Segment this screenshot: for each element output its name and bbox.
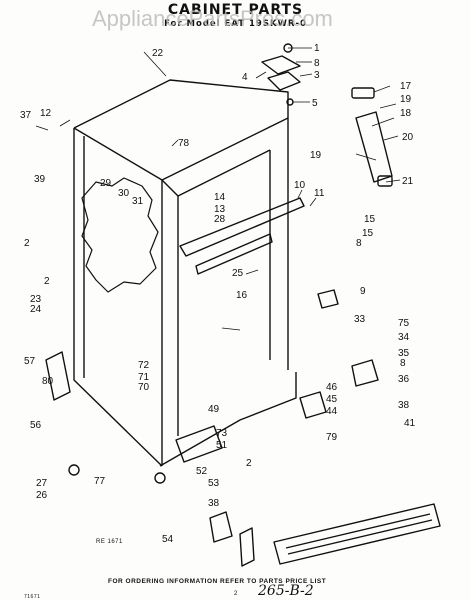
watermark: AppliancePartsPros.com <box>92 6 333 31</box>
callout-2-repeat: 2 <box>44 276 50 287</box>
callout-51: 51 <box>216 440 228 451</box>
callout-24: 24 <box>30 304 42 315</box>
drain-pan <box>175 425 223 463</box>
callout-72: 72 <box>138 360 150 371</box>
callout-22: 22 <box>152 48 164 59</box>
callout-33: 33 <box>354 314 366 325</box>
lower-bracket <box>351 359 379 387</box>
cabinet-shell <box>73 79 297 467</box>
callout-25: 25 <box>232 268 244 279</box>
callout-2: 2 <box>24 238 30 249</box>
callout-15: 15 <box>364 214 376 225</box>
callout-36: 36 <box>398 374 410 385</box>
callout-14: 14 <box>214 192 226 203</box>
callout-12: 12 <box>40 108 52 119</box>
shelf-rail <box>179 197 305 257</box>
hinge-bottom <box>209 511 233 543</box>
callout-77: 77 <box>94 476 106 487</box>
callout-3: 3 <box>314 70 320 81</box>
callout-38-repeat: 38 <box>208 498 220 509</box>
callout-5: 5 <box>312 98 318 109</box>
side-panel <box>45 351 71 401</box>
toe-grille <box>273 503 441 565</box>
callout-29: 29 <box>100 178 112 189</box>
leader-lines <box>35 47 401 331</box>
top-hinge-assembly <box>261 43 301 106</box>
callout-27: 27 <box>36 478 48 489</box>
hinge-plate <box>355 111 393 183</box>
hinge-cover <box>377 175 393 187</box>
callout-46: 46 <box>326 382 338 393</box>
callout-34: 34 <box>398 332 410 343</box>
reference-code: RE 1671 <box>96 539 123 545</box>
callout-56: 56 <box>30 420 42 431</box>
callout-39: 39 <box>34 174 46 185</box>
callout-15-repeat: 15 <box>362 228 374 239</box>
callout-21: 21 <box>402 176 414 187</box>
bracket-mount <box>299 391 327 419</box>
callout-75: 75 <box>398 318 410 329</box>
callout-37: 37 <box>20 110 32 121</box>
lower-hinge-pin <box>239 527 255 567</box>
callout-30: 30 <box>118 188 130 199</box>
callout-20: 20 <box>402 132 414 143</box>
callout-35: 35 <box>398 348 410 359</box>
callout-71: 71 <box>138 372 150 383</box>
callout-41: 41 <box>404 418 416 429</box>
callout-54: 54 <box>162 534 174 545</box>
callout-57: 57 <box>24 356 36 367</box>
callout-70: 70 <box>138 382 150 393</box>
callout-8-repeat: 8 <box>356 238 362 249</box>
callout-19: 19 <box>400 94 412 105</box>
roller-wheel <box>68 464 80 476</box>
callout-38: 38 <box>398 400 410 411</box>
callout-78: 78 <box>178 138 190 149</box>
callout-9: 9 <box>360 286 366 297</box>
door-stop <box>317 289 339 309</box>
callout-layer: 1234589101112131415161718192021222324252… <box>20 43 416 545</box>
callout-8-repeat: 8 <box>400 358 406 369</box>
callout-31: 31 <box>132 196 144 207</box>
door-gasket-outline <box>81 177 159 293</box>
diagram-title: CABINET PARTS <box>167 2 304 18</box>
callout-17: 17 <box>400 81 412 92</box>
callout-1: 1 <box>314 43 320 54</box>
callout-10: 10 <box>294 180 306 191</box>
ordering-note: FOR ORDERING INFORMATION REFER TO PARTS … <box>108 578 327 585</box>
callout-4: 4 <box>242 72 248 83</box>
callout-19-repeat: 19 <box>310 150 322 161</box>
callout-80: 80 <box>42 376 54 387</box>
callout-18: 18 <box>400 108 412 119</box>
diagram-subtitle: For Model EAT 19SKWR-0 <box>164 19 307 29</box>
callout-28: 28 <box>214 214 226 225</box>
callout-49: 49 <box>208 404 220 415</box>
hinge-cap <box>351 87 375 99</box>
callout-79: 79 <box>326 432 338 443</box>
callout-16: 16 <box>236 290 248 301</box>
handwritten-code: 265-B-2 <box>258 583 314 599</box>
callout-11: 11 <box>314 188 325 199</box>
leveling-leg <box>154 472 166 484</box>
callout-45: 45 <box>326 394 338 405</box>
callout-2-repeat: 2 <box>246 458 252 469</box>
callout-53: 53 <box>208 478 220 489</box>
callout-44: 44 <box>326 406 338 417</box>
callout-73: 73 <box>216 428 228 439</box>
callout-8: 8 <box>314 58 320 69</box>
page-number: 2 <box>234 591 238 597</box>
callout-26: 26 <box>36 490 48 501</box>
callout-13: 13 <box>214 204 226 215</box>
callout-23: 23 <box>30 294 42 305</box>
corner-code: 71671 <box>24 594 41 600</box>
callout-52: 52 <box>196 466 208 477</box>
